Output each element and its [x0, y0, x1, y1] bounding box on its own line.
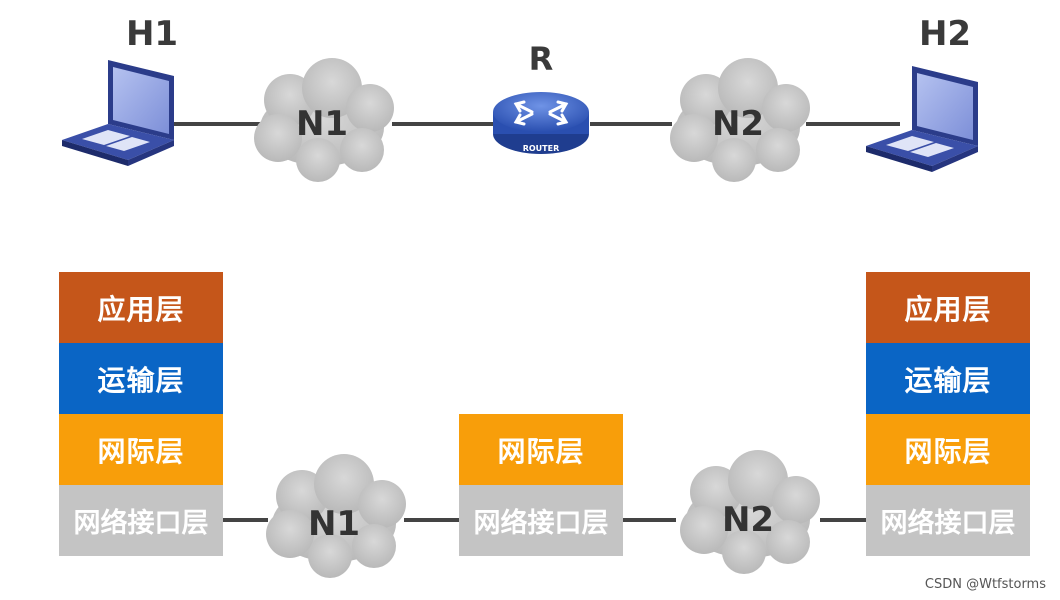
router-caption: ROUTER [522, 144, 560, 153]
host-h1-stack: 应用层 运输层 网际层 网络接口层 [59, 272, 223, 556]
cloud-n2-bottom [680, 450, 820, 574]
layer-internet: 网际层 [459, 414, 623, 485]
host-h2-stack: 应用层 运输层 网际层 网络接口层 [866, 272, 1030, 556]
watermark: CSDN @Wtfstorms [924, 577, 1046, 592]
router-stack: 网际层 网络接口层 [459, 414, 623, 556]
cloud-n2-top-label: N2 [711, 104, 765, 144]
layer-transport: 运输层 [59, 343, 223, 414]
layer-network-interface: 网络接口层 [866, 485, 1030, 556]
layer-application: 应用层 [59, 272, 223, 343]
laptop-icon-h1 [62, 60, 174, 166]
cloud-n1-top-label: N1 [295, 104, 349, 144]
host-h1-label: H1 [125, 14, 179, 54]
layer-internet: 网际层 [59, 414, 223, 485]
router-r-label: R [528, 40, 554, 78]
layer-application: 应用层 [866, 272, 1030, 343]
laptop-icon-h2 [866, 66, 978, 172]
cloud-n1-bottom-label: N1 [307, 504, 361, 544]
layer-transport: 运输层 [866, 343, 1030, 414]
layer-internet: 网际层 [866, 414, 1030, 485]
cloud-n1-bottom [266, 454, 406, 578]
layer-network-interface: 网络接口层 [459, 485, 623, 556]
host-h2-label: H2 [918, 14, 972, 54]
layer-network-interface: 网络接口层 [59, 485, 223, 556]
cloud-n1-top [254, 58, 394, 182]
router-icon [493, 92, 589, 154]
cloud-n2-bottom-label: N2 [721, 500, 775, 540]
cloud-n2-top [670, 58, 810, 182]
